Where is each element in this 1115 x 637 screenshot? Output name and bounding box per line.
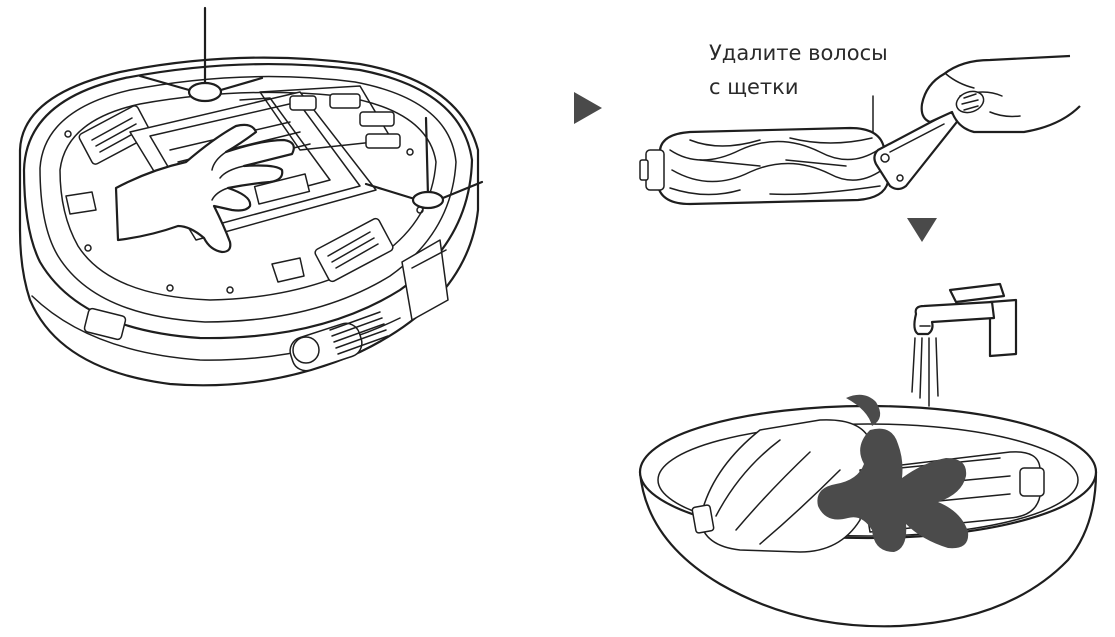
step-arrow-down-icon (907, 218, 937, 242)
robot-right-wheel (314, 217, 394, 283)
washing-step (638, 282, 1098, 628)
water-stream (911, 337, 939, 407)
dirt-splash (817, 428, 969, 552)
step-arrow-right-icon (574, 92, 602, 124)
cleaning-tool (873, 110, 962, 191)
brush-cleaning-step (639, 54, 1081, 206)
main-roller-brush (656, 126, 890, 206)
hand-removing-hair-icon (920, 54, 1081, 134)
robot-bumper-block (401, 239, 449, 321)
robot-sensor-window (83, 307, 127, 341)
robot-left-wheel (78, 105, 152, 165)
robot-vacuum-bottom-view (18, 6, 484, 387)
robot-side-brush-left (138, 6, 264, 103)
robot-grille (329, 311, 389, 355)
faucet-icon (913, 282, 1018, 358)
hand-pressing-icon (114, 123, 295, 254)
callout-line-2: с щетки (709, 75, 799, 99)
callout-line-1: Удалите волосы (709, 41, 888, 65)
robot-side-brush-right (364, 116, 484, 210)
callout-remove-hair: Удалите волосы с щетки (709, 36, 969, 104)
robot-wheel-knob (292, 336, 320, 364)
